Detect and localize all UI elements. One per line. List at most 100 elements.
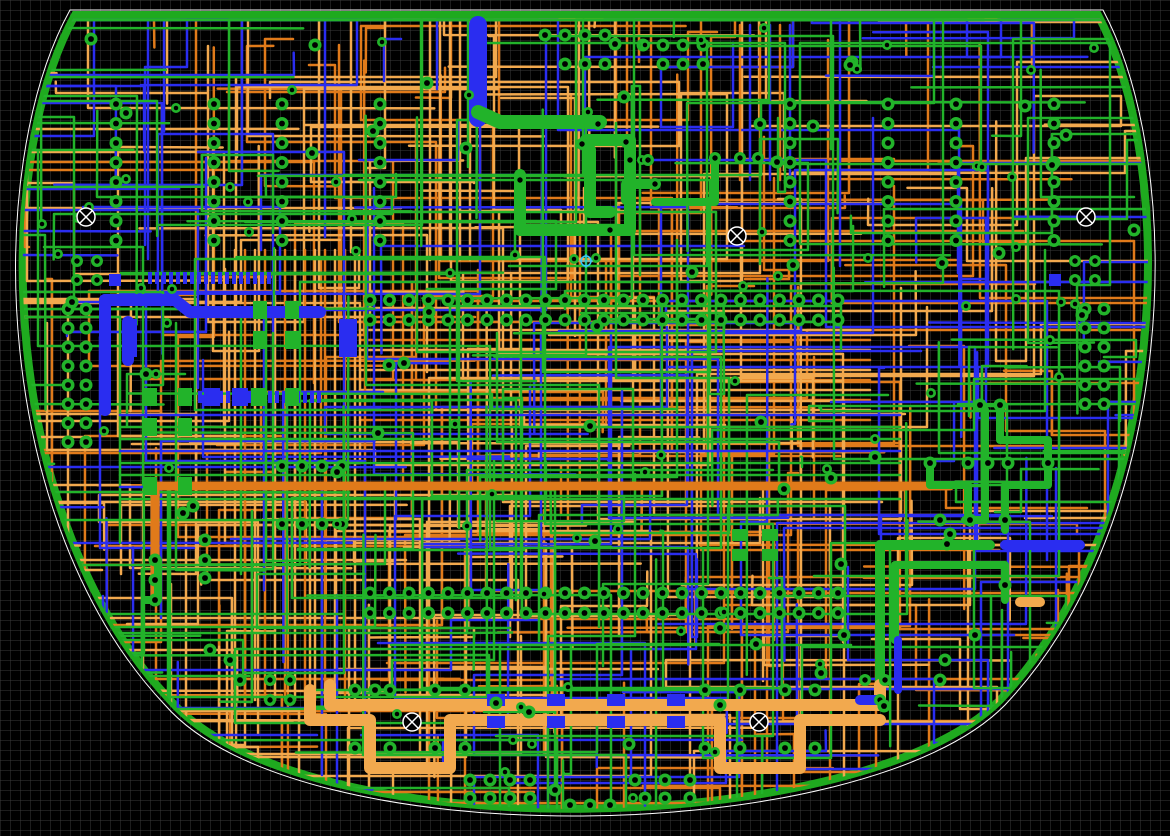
pad-hole[interactable] [401, 360, 407, 366]
pad-hole[interactable] [526, 709, 532, 715]
pad-hole[interactable] [782, 687, 788, 693]
pad-hole[interactable] [687, 777, 693, 783]
pad-hole[interactable] [74, 258, 80, 264]
pin[interactable] [284, 674, 296, 686]
header-pin[interactable] [636, 586, 650, 600]
power-trace-orange[interactable] [304, 684, 886, 774]
pad-hole[interactable] [698, 37, 704, 43]
header-pin[interactable] [480, 293, 494, 307]
via[interactable] [753, 117, 767, 131]
blue-trace[interactable] [20, 18, 152, 233]
header-pin[interactable] [383, 606, 396, 620]
pad-hole[interactable] [211, 179, 217, 185]
smd-pad[interactable] [339, 319, 357, 357]
pad-hole[interactable] [65, 363, 71, 369]
pad-hole[interactable] [1131, 227, 1137, 233]
edge-pin[interactable] [61, 416, 75, 430]
pad-hole[interactable] [787, 120, 793, 127]
header-pin[interactable] [441, 586, 455, 600]
pad-hole[interactable] [640, 297, 646, 303]
edge-pin[interactable] [79, 359, 93, 373]
pad-hole[interactable] [977, 402, 983, 408]
ic-socket-pin[interactable] [783, 156, 797, 169]
pad-hole[interactable] [717, 625, 723, 631]
pin[interactable] [558, 57, 572, 71]
ic-socket-pin[interactable] [949, 97, 963, 111]
light-orange-trace[interactable] [617, 435, 701, 638]
green-trace[interactable] [495, 495, 626, 523]
green-trace[interactable] [937, 341, 1150, 455]
pad-hole[interactable] [758, 419, 764, 425]
pad-hole[interactable] [425, 610, 432, 616]
mounting-hole[interactable] [402, 712, 422, 732]
pad-hole[interactable] [680, 61, 686, 67]
light-orange-trace[interactable] [285, 555, 564, 759]
pad-hole[interactable] [152, 597, 158, 603]
ic-socket-pin[interactable] [109, 214, 123, 228]
orange-trace[interactable] [263, 37, 339, 188]
pad-hole[interactable] [796, 610, 802, 616]
ic-socket-pin[interactable] [949, 175, 963, 189]
pad-hole[interactable] [660, 42, 666, 48]
pin[interactable] [583, 798, 597, 812]
smd-pads[interactable] [109, 272, 1061, 728]
pin[interactable] [71, 274, 83, 286]
header-pin[interactable] [500, 606, 513, 620]
green-trace[interactable] [31, 295, 350, 522]
ic-socket-pin[interactable] [275, 195, 289, 208]
pad-hole[interactable] [972, 632, 978, 638]
header-pin[interactable] [617, 293, 630, 307]
pad-hole[interactable] [487, 777, 493, 783]
ic-socket-pin[interactable] [109, 175, 123, 189]
pad-hole[interactable] [227, 184, 233, 190]
pad-hole[interactable] [113, 159, 119, 166]
ic-pin[interactable] [176, 272, 180, 284]
pad-hole[interactable] [541, 591, 547, 597]
green-trace[interactable] [478, 238, 679, 542]
pad-hole[interactable] [620, 610, 627, 616]
header-pin[interactable] [675, 293, 689, 307]
pin[interactable] [938, 653, 952, 667]
via[interactable] [696, 35, 706, 45]
smd-pad[interactable] [143, 418, 157, 436]
pin[interactable] [295, 517, 309, 531]
ic-socket-pin[interactable] [783, 175, 797, 189]
via[interactable] [713, 698, 727, 712]
pad-hole[interactable] [579, 141, 585, 147]
header-pin[interactable] [753, 293, 767, 307]
header-pin[interactable] [773, 606, 786, 620]
pad-hole[interactable] [113, 198, 119, 205]
header-pin[interactable] [558, 606, 572, 620]
header-pin[interactable] [636, 313, 650, 327]
header-pin[interactable] [578, 313, 591, 327]
header-pin[interactable] [422, 606, 435, 620]
pad-hole[interactable] [334, 469, 340, 475]
header-pin[interactable] [422, 293, 435, 307]
pad-hole[interactable] [885, 101, 891, 107]
pad-hole[interactable] [386, 362, 392, 368]
via[interactable] [164, 463, 174, 473]
header-pin[interactable] [695, 586, 708, 600]
pad-hole[interactable] [447, 270, 453, 276]
via[interactable] [628, 793, 638, 803]
pin[interactable] [933, 673, 947, 687]
mounting-hole-cross[interactable] [405, 715, 419, 729]
ic-socket-pin[interactable] [1047, 234, 1061, 247]
edge-pin[interactable] [1097, 302, 1111, 316]
via[interactable] [961, 301, 971, 311]
edge-pin[interactable] [61, 340, 75, 354]
orange-trace[interactable] [755, 732, 1073, 815]
power-trace-green[interactable] [471, 105, 607, 129]
blue-trace[interactable] [20, 183, 119, 257]
pad-hole[interactable] [953, 179, 959, 185]
header-pin[interactable] [831, 313, 845, 327]
header-pin[interactable] [831, 606, 845, 620]
ic-pin[interactable] [267, 272, 271, 284]
pin[interactable] [683, 773, 697, 787]
ic-socket-pin[interactable] [783, 117, 797, 130]
blue-trace[interactable] [394, 361, 451, 521]
pin[interactable] [598, 28, 612, 42]
header-pin[interactable] [363, 313, 377, 327]
pad-hole[interactable] [953, 218, 959, 224]
blue-trace[interactable] [928, 199, 1150, 325]
